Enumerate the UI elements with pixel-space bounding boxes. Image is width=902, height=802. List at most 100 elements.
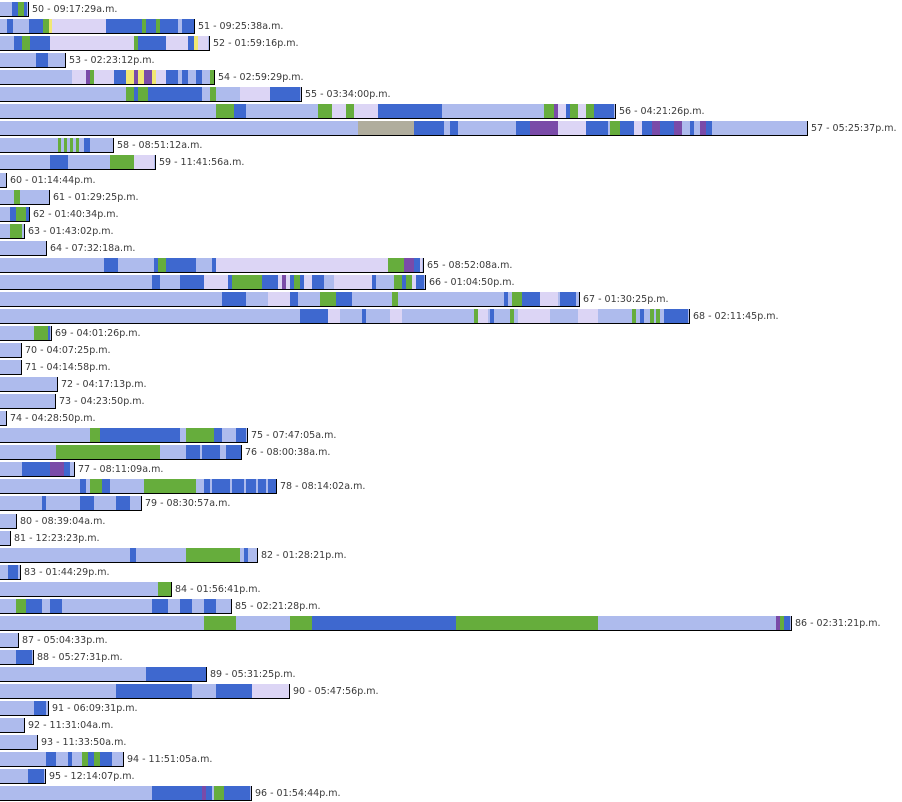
session-bar[interactable] xyxy=(0,462,75,478)
session-row: 51 - 09:25:38a.m. xyxy=(0,19,902,35)
session-bar[interactable] xyxy=(0,701,49,717)
session-bar[interactable] xyxy=(0,530,11,546)
bar-segment-green xyxy=(34,325,48,340)
bar-segment-lavender xyxy=(540,291,558,306)
session-row: 70 - 04:07:25p.m. xyxy=(0,343,902,358)
bar-segment-blue xyxy=(154,257,158,272)
bar-segment-yellow xyxy=(138,70,144,85)
session-row: 91 - 06:09:31p.m. xyxy=(0,701,902,717)
session-bar[interactable] xyxy=(0,104,616,120)
session-row: 58 - 08:51:12a.m. xyxy=(0,138,902,154)
session-bar[interactable] xyxy=(0,479,277,495)
bar-segment-blue xyxy=(80,479,86,494)
row-label: 88 - 05:27:31p.m. xyxy=(37,651,123,663)
session-row: 93 - 11:33:50a.m. xyxy=(0,735,902,751)
bar-segment-purple xyxy=(202,786,206,801)
session-bar[interactable] xyxy=(0,138,114,154)
bar-segment-blue xyxy=(148,87,202,102)
session-bar[interactable] xyxy=(0,598,232,614)
bar-segment-blue xyxy=(182,19,194,34)
session-bar[interactable] xyxy=(0,240,47,256)
bar-segment-green xyxy=(110,155,134,170)
session-bar[interactable] xyxy=(0,496,142,512)
bar-segment-base xyxy=(92,138,112,153)
bar-segment-blue xyxy=(50,598,62,613)
bar-segment-blue xyxy=(566,104,570,119)
session-bar[interactable] xyxy=(0,581,172,597)
session-bar[interactable] xyxy=(0,411,7,427)
session-bar[interactable] xyxy=(0,615,792,631)
bar-segment-green xyxy=(236,274,262,289)
bar-segment-blue xyxy=(522,291,540,306)
session-row: 79 - 08:30:57a.m. xyxy=(0,496,902,512)
session-bar[interactable] xyxy=(0,2,29,17)
session-bar[interactable] xyxy=(0,632,19,648)
bar-segment-purple xyxy=(530,121,558,136)
bar-segment-blue xyxy=(642,121,652,136)
session-bar[interactable] xyxy=(0,786,252,802)
session-bar[interactable] xyxy=(0,172,7,188)
session-bar[interactable] xyxy=(0,394,56,410)
bar-segment-purple xyxy=(700,121,706,136)
session-bar[interactable] xyxy=(0,19,195,35)
bar-segment-green xyxy=(214,786,224,801)
bar-segment-green xyxy=(780,615,784,630)
session-bar[interactable] xyxy=(0,53,66,69)
session-row: 52 - 01:59:16p.m. xyxy=(0,36,902,52)
session-bar[interactable] xyxy=(0,36,210,52)
session-bar[interactable] xyxy=(0,547,258,563)
session-bar[interactable] xyxy=(0,428,248,444)
bar-segment-blue xyxy=(22,462,50,477)
session-row: 85 - 02:21:28p.m. xyxy=(0,598,902,614)
row-label: 96 - 01:54:44p.m. xyxy=(255,788,341,800)
bar-segment-blue xyxy=(16,649,32,664)
session-bar[interactable] xyxy=(0,649,34,665)
bar-segment-green xyxy=(70,138,73,153)
session-bar[interactable] xyxy=(0,291,580,307)
session-row: 69 - 04:01:26p.m. xyxy=(0,325,902,341)
session-bar[interactable] xyxy=(0,155,156,171)
session-bar[interactable] xyxy=(0,513,17,529)
session-bar[interactable] xyxy=(0,666,207,682)
session-bar[interactable] xyxy=(0,445,242,461)
session-row: 55 - 03:34:00p.m. xyxy=(0,87,902,103)
session-bar[interactable] xyxy=(0,343,22,358)
session-bar[interactable] xyxy=(0,735,38,751)
session-row: 66 - 01:04:50p.m. xyxy=(0,274,902,290)
session-bar[interactable] xyxy=(0,769,46,785)
row-label: 64 - 07:32:18a.m. xyxy=(50,242,136,254)
session-bar[interactable] xyxy=(0,274,426,290)
session-bar[interactable] xyxy=(0,223,25,239)
session-bar[interactable] xyxy=(0,684,290,699)
session-bar[interactable] xyxy=(0,121,808,137)
bar-segment-blue xyxy=(414,121,444,136)
session-bar[interactable] xyxy=(0,325,52,341)
bar-segment-blue xyxy=(50,155,68,170)
session-row: 82 - 01:28:21p.m. xyxy=(0,547,902,563)
session-bar[interactable] xyxy=(0,752,124,768)
bar-segment-green xyxy=(650,308,654,323)
bar-segment-base xyxy=(196,479,200,494)
session-bar[interactable] xyxy=(0,377,58,393)
bar-segment-blue xyxy=(64,462,70,477)
session-bar[interactable] xyxy=(0,718,25,734)
session-bar[interactable] xyxy=(0,70,215,86)
session-bar[interactable] xyxy=(0,206,30,222)
row-label: 94 - 11:51:05a.m. xyxy=(127,754,213,766)
session-bar[interactable] xyxy=(0,189,50,205)
bar-segment-blue xyxy=(28,769,44,784)
session-bar[interactable] xyxy=(0,87,302,103)
bar-segment-lavender xyxy=(332,104,346,119)
bar-segment-lavender xyxy=(52,19,106,34)
bar-segment-lavender xyxy=(558,121,586,136)
session-bar[interactable] xyxy=(0,257,424,273)
bar-segment-green xyxy=(90,70,94,85)
bar-segment-lavender xyxy=(354,104,364,119)
bar-segment-lavender xyxy=(390,308,402,323)
session-bar[interactable] xyxy=(0,360,22,376)
session-bar[interactable] xyxy=(0,308,690,324)
session-bar[interactable] xyxy=(0,564,21,580)
row-label: 90 - 05:47:56p.m. xyxy=(293,686,379,697)
row-label: 60 - 01:14:44p.m. xyxy=(10,174,96,186)
row-label: 56 - 04:21:26p.m. xyxy=(619,106,705,118)
